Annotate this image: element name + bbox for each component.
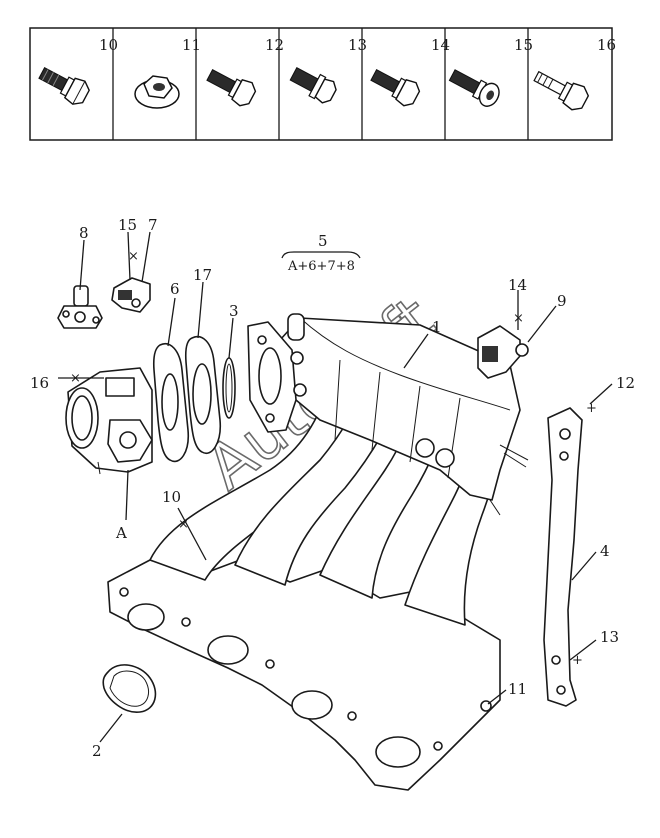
bolt-15-icon [448,69,500,107]
svg-text:×: × [128,249,139,264]
callout-13: 13 [600,628,619,646]
svg-text:×: × [70,371,81,386]
callout-4: 4 [600,542,610,560]
callout-2: 2 [92,742,102,760]
callout-12: 12 [616,374,635,392]
gasket-part-17 [184,335,222,455]
fastener-cell-14-label: 14 [431,36,450,54]
bolt-12-icon [206,69,257,107]
bolt-14-icon [370,69,421,107]
fastener-cell-11-label: 11 [182,36,201,54]
callout-6: 6 [170,280,180,298]
callout-16: 16 [30,374,49,392]
svg-text:×: × [513,311,524,326]
bolt-10-icon [38,67,90,105]
map-sensor-part-9 [477,325,529,379]
fastener-cell-10-label: 10 [99,36,118,54]
svg-text:×: × [178,517,189,532]
callout-3: 3 [229,302,239,320]
callout-5-formula: A+6+7+8 [287,259,355,274]
callout-a: A [115,524,127,542]
callout-labels: 1 2 3 4 5 A+6+7+8 6 7 8 9 10 11 12 13 14… [30,216,635,760]
port-gasket-part-2 [102,664,157,713]
nut-11-icon [134,75,180,109]
callout-1: 1 [432,318,442,336]
intake-manifold-part-1 [107,313,529,791]
bolt-16-icon [533,70,590,111]
fastener-cell-12-label: 12 [265,36,284,54]
callout-7: 7 [148,216,158,234]
seal-ring-part-3 [222,357,236,419]
idle-air-control-valve-part-8 [57,285,103,329]
callout-17: 17 [193,266,212,284]
fastener-table-border [29,27,613,141]
support-bracket-part-4 [543,407,583,707]
callout-15: 15 [118,216,137,234]
fastener-cell-16-label: 16 [597,36,616,54]
svg-text:+: + [586,401,597,416]
sensor-part-7 [111,277,151,313]
fastener-cell-13-label: 13 [348,36,367,54]
fastener-cell-15-label: 15 [514,36,533,54]
callout-10: 10 [162,488,181,506]
svg-text:+: + [572,653,583,668]
callout-11: 11 [508,680,527,698]
callout-5: 5 [318,232,328,250]
fastener-table: 10 11 12 13 14 15 16 [29,27,616,141]
callout-9: 9 [557,292,567,310]
gasket-part-6 [152,343,190,463]
bolt-13-icon [289,67,337,104]
throttle-body-part-a [65,367,153,475]
callout-8: 8 [79,224,89,242]
callout-14: 14 [508,276,527,294]
leader-lines: × × × × + + [58,231,613,743]
